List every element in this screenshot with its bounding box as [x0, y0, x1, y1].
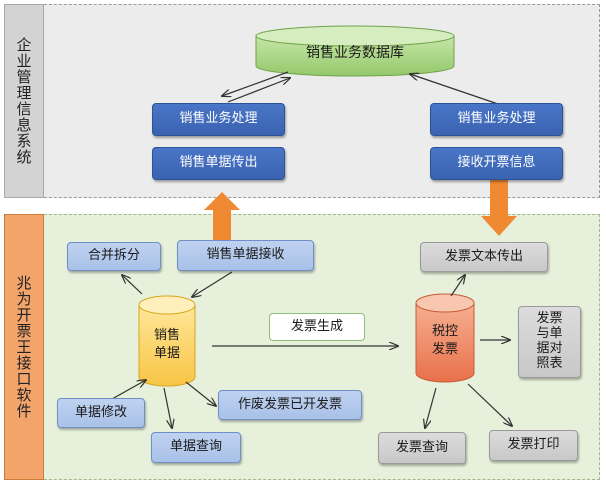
doc-modify-box[interactable]: 单据修改 — [57, 398, 145, 428]
left-sales-process-box[interactable]: 销售业务处理 — [152, 103, 285, 136]
invoice-print-box[interactable]: 发票打印 — [489, 430, 578, 461]
right-sales-process-box[interactable]: 销售业务处理 — [430, 103, 563, 136]
right-receive-invoice-box[interactable]: 接收开票信息 — [430, 147, 563, 180]
orange-arrow-down — [481, 180, 517, 236]
invoice-query-box[interactable]: 发票查询 — [378, 432, 466, 464]
arrow-left-process-to-db — [227, 78, 290, 103]
arrow-receive-to-docs — [192, 271, 233, 297]
sales-database-cylinder — [255, 25, 455, 77]
sales-docs-cylinder — [138, 295, 196, 387]
arrow-tax-to-textout — [450, 275, 465, 297]
arrow-tax-to-invoice-query — [425, 387, 437, 428]
invoice-doc-reconcile-box[interactable]: 发票 与单 据对 照表 — [518, 306, 581, 378]
invoice-generate-box[interactable]: 发票生成 — [269, 313, 365, 341]
interface-section-label: 兆为开票王接口软件 — [4, 214, 44, 480]
receive-docs-box[interactable]: 销售单据接收 — [177, 240, 314, 271]
arrow-right-process-to-db — [410, 74, 499, 105]
doc-query-box[interactable]: 单据查询 — [151, 432, 241, 463]
arrow-tax-to-print — [467, 383, 512, 426]
sales-database-label: 销售业务数据库 — [306, 44, 404, 61]
arrow-db-to-left-process — [222, 71, 289, 96]
erp-section-label: 企业管理信息系统 — [4, 4, 44, 198]
tax-invoice-label: 税控 发票 — [431, 324, 458, 357]
merge-split-box[interactable]: 合并拆分 — [67, 242, 161, 271]
invoice-text-out-box[interactable]: 发票文本传出 — [420, 242, 548, 272]
arrow-docs-to-query — [163, 387, 172, 428]
orange-arrow-up — [204, 192, 240, 244]
void-invoice-box[interactable]: 作废发票已开发票 — [218, 390, 362, 420]
tax-invoice-cylinder — [415, 293, 475, 383]
left-sales-send-box[interactable]: 销售单据传出 — [152, 147, 285, 180]
arrow-docs-to-void — [185, 381, 216, 406]
sales-docs-label: 销售 单据 — [153, 328, 180, 361]
arrow-docs-to-merge — [122, 275, 143, 295]
arrow-modify-to-docs — [111, 380, 146, 400]
